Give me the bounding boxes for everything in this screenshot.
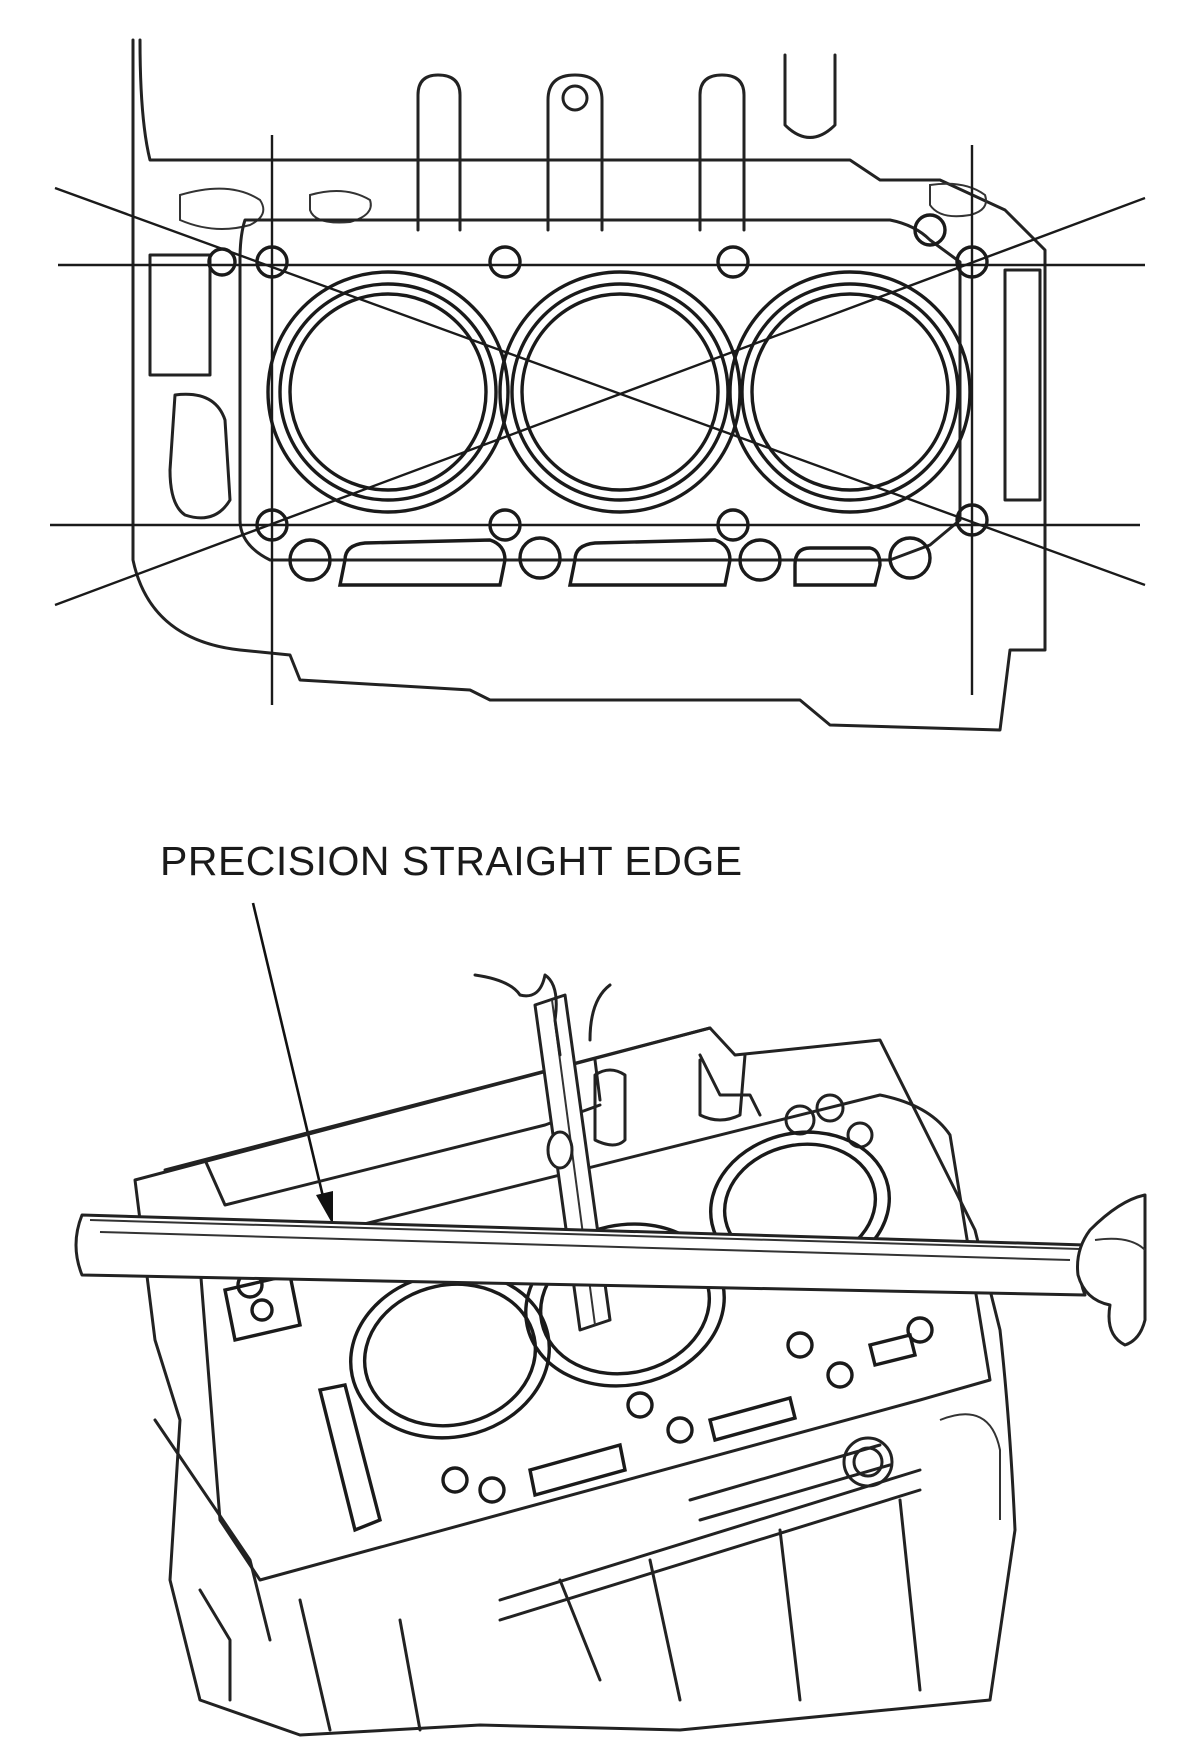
cylinder-bores	[266, 270, 972, 514]
measurement-lines	[50, 135, 1146, 705]
bolt-hole	[913, 213, 947, 247]
deck-surface	[198, 1093, 992, 1582]
top-notch	[783, 53, 837, 139]
block-body	[133, 1026, 1017, 1737]
hand-straight-edge	[1076, 1193, 1147, 1347]
boss-hole	[561, 84, 589, 112]
top-boss-right	[698, 73, 746, 232]
precision-straight-edge-label: PRECISION STRAIGHT EDGE	[160, 838, 743, 884]
bolt-hole	[488, 245, 522, 279]
top-boss-left	[416, 73, 462, 232]
callout-arrow	[251, 902, 333, 1225]
hand-gauge	[473, 973, 562, 1057]
arrow-head	[316, 1191, 333, 1225]
deck-plate	[238, 218, 962, 562]
block-perspective-view	[74, 973, 1147, 1737]
block-outline	[131, 38, 1047, 732]
bolt-hole	[716, 245, 750, 279]
top-boss-center	[546, 73, 604, 232]
block-top-view	[50, 38, 1146, 732]
straight-edge	[74, 1213, 1087, 1297]
